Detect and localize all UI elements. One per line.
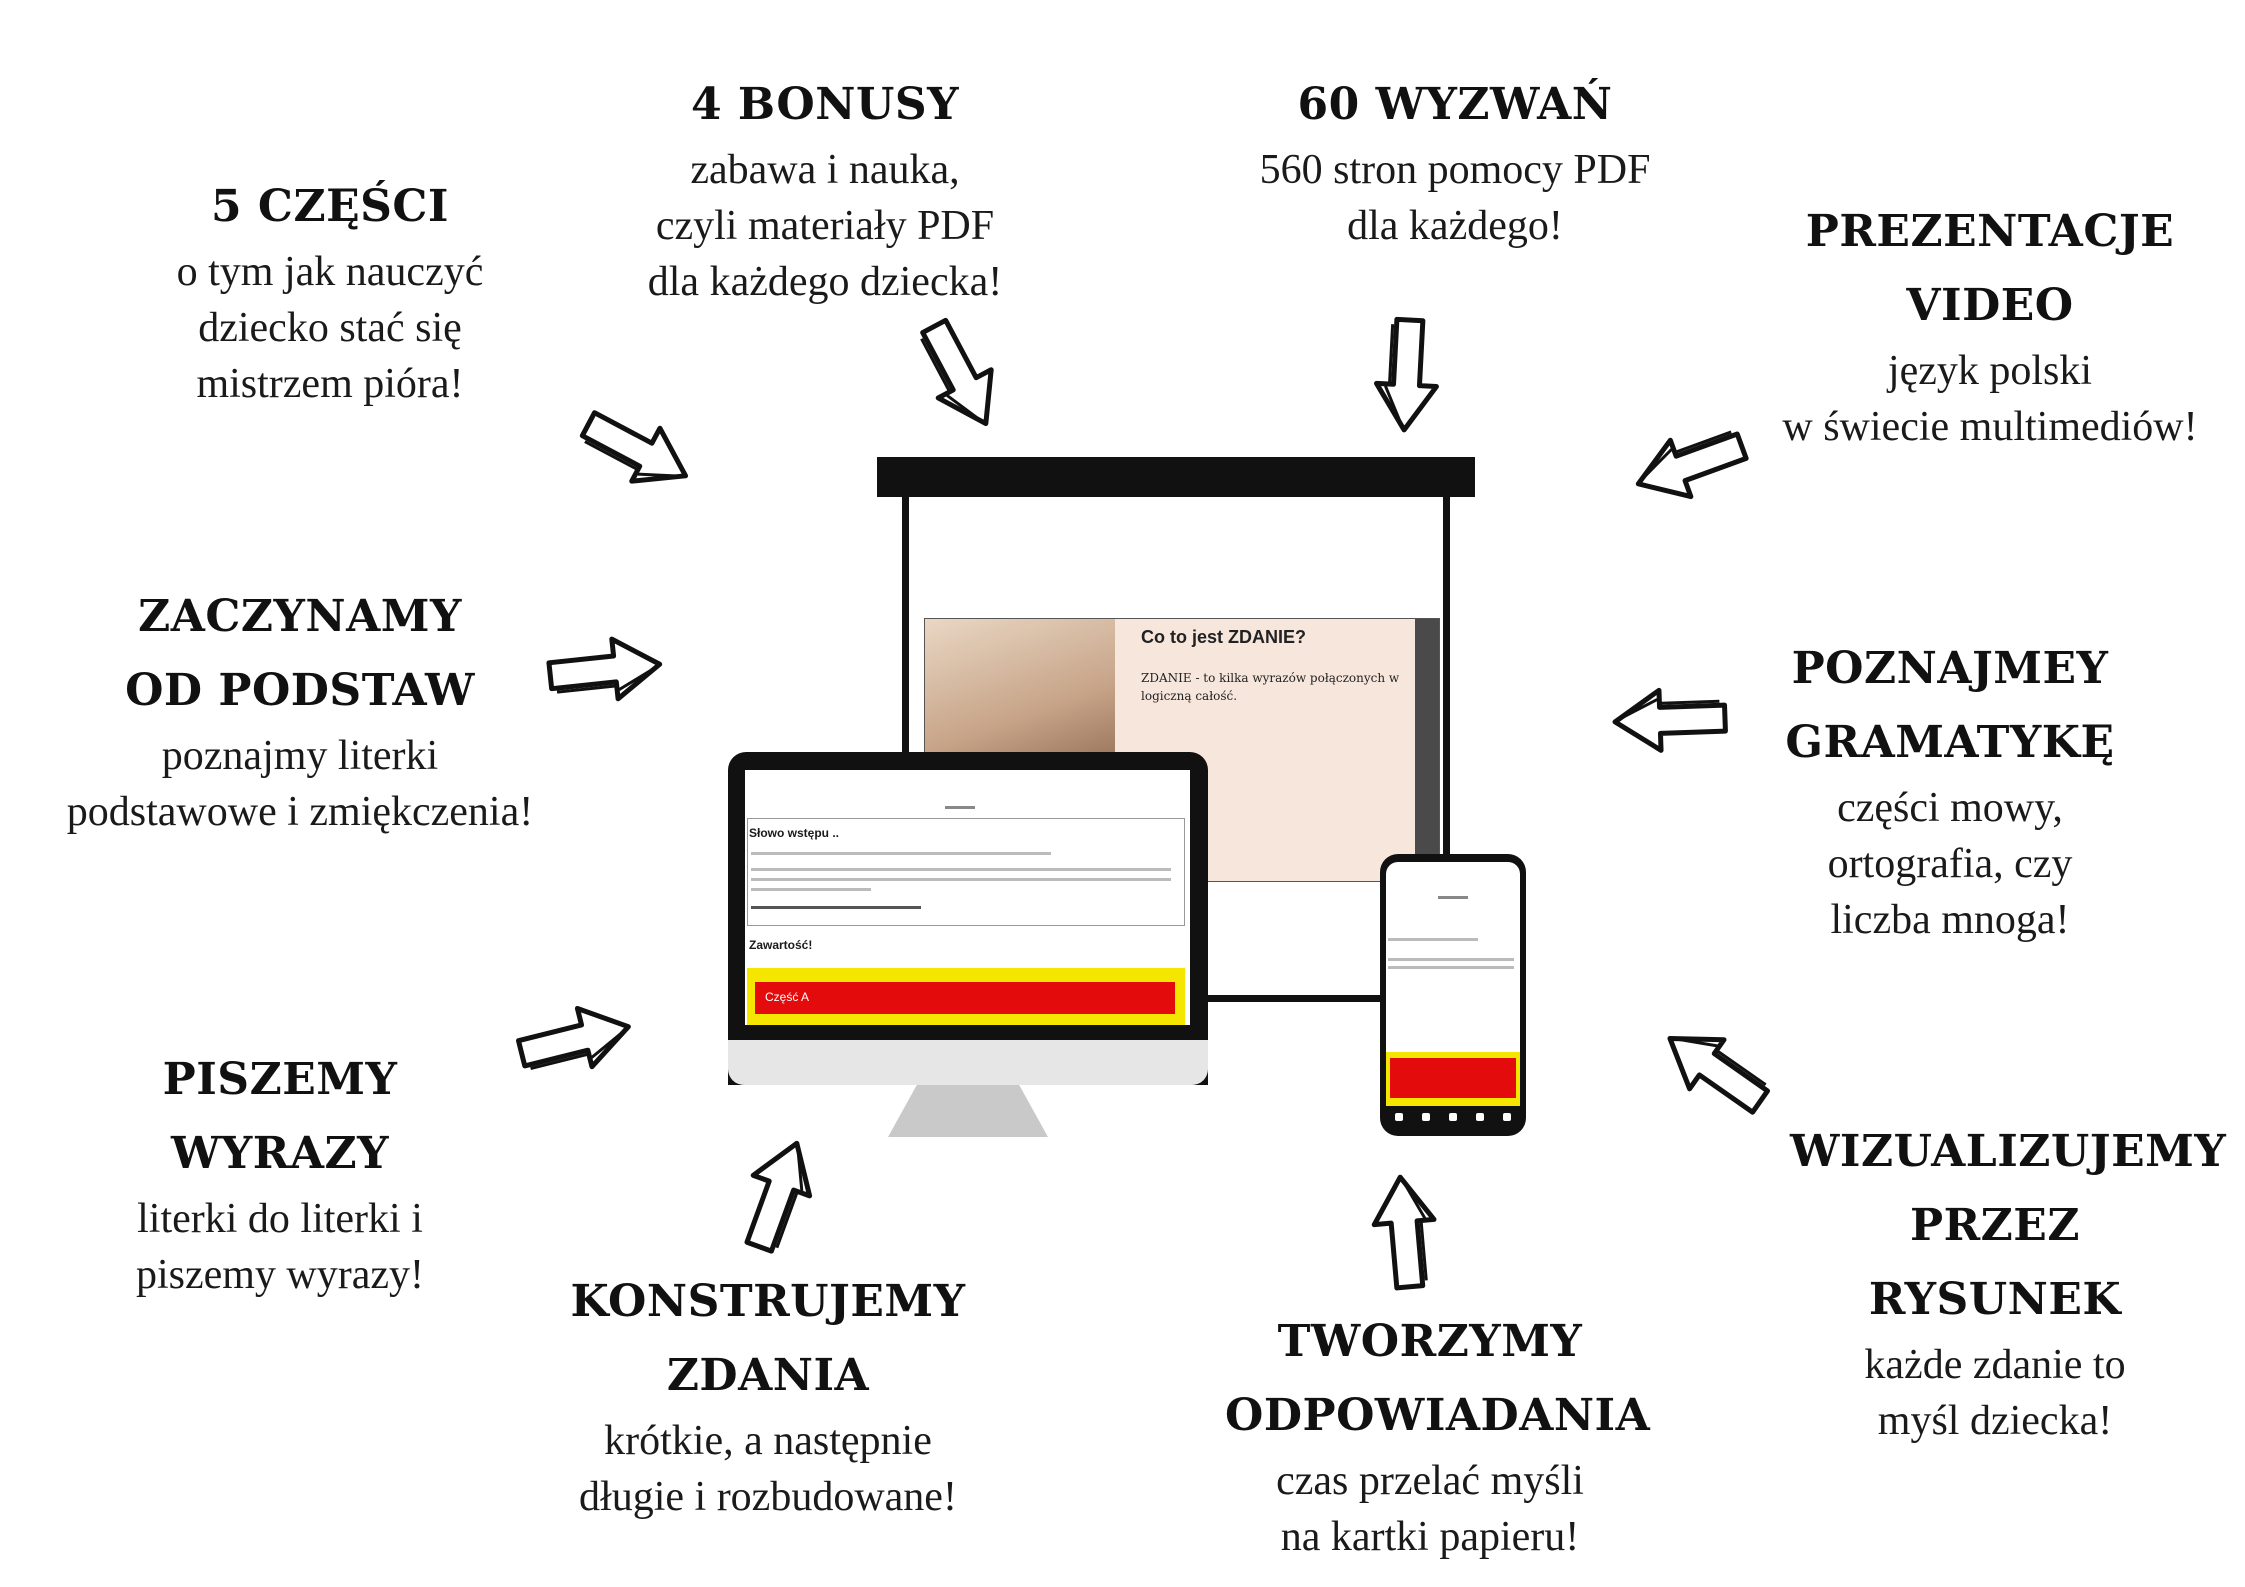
- section-tworzymy: TWORZYMY ODPOWIADANIA czas przelać myśli…: [1225, 1305, 1651, 1565]
- section-gramatyke: POZNAJMEY GRAMATYKĘ części mowy, ortogra…: [1780, 632, 2120, 948]
- text-line: [751, 906, 921, 909]
- text-line: [751, 878, 1171, 881]
- section-4-bonusy: 4 BONUSY zabawa i nauka, czyli materiały…: [620, 68, 1030, 310]
- section-heading: ODPOWIADANIA: [1225, 1390, 1651, 1441]
- section-heading: VIDEO: [1906, 280, 2074, 331]
- section-heading: TWORZYMY: [1277, 1316, 1583, 1367]
- arrow-icon: [744, 1140, 813, 1254]
- part-a-button[interactable]: Część A: [755, 982, 1175, 1014]
- nav-icon[interactable]: [1422, 1113, 1431, 1121]
- section-desc-line: o tym jak nauczyć: [176, 249, 484, 295]
- monitor-chin: [728, 1040, 1208, 1085]
- section-desc-line: piszemy wyrazy!: [135, 1252, 425, 1298]
- projector-bar: [877, 457, 1475, 497]
- logo-icon: [1438, 868, 1468, 899]
- text-line: [751, 852, 1051, 855]
- intro-box: [747, 818, 1185, 926]
- section-heading: PISZEMY: [162, 1054, 398, 1105]
- contents-title: Zawartość!: [749, 938, 813, 952]
- phone-nav-bar: [1386, 1106, 1520, 1128]
- section-heading: PRZEZ RYSUNEK: [1868, 1200, 2122, 1325]
- text-line: [751, 868, 1171, 871]
- nav-icon[interactable]: [1502, 1113, 1511, 1121]
- section-heading: ZDANIA: [666, 1350, 870, 1401]
- section-desc-line: dla każdego dziecka!: [647, 259, 1003, 305]
- section-desc-line: w świecie multimediów!: [1782, 404, 2198, 450]
- section-heading: GRAMATYKĘ: [1785, 717, 2115, 768]
- monitor-screen: Słowo wstępu .. Zawartość! Część A: [745, 770, 1190, 1025]
- section-desc-line: język polski: [1887, 348, 2093, 394]
- section-heading: OD PODSTAW: [125, 665, 475, 716]
- arrow-icon: [1612, 687, 1728, 753]
- section-desc-line: mistrzem pióra!: [196, 361, 464, 407]
- section-heading: ZACZYNAMY: [138, 591, 462, 642]
- section-desc-line: liczba mnoga!: [1830, 897, 2070, 943]
- arrow-icon: [1374, 316, 1439, 433]
- text-line: [751, 888, 871, 891]
- section-desc-line: czyli materiały PDF: [655, 203, 995, 249]
- section-heading: 60 WYZWAŃ: [1297, 79, 1613, 130]
- slide-title: Co to jest ZDANIE?: [1141, 627, 1306, 647]
- part-a-label: Część A: [765, 990, 810, 1004]
- section-desc-line: dziecko stać się: [198, 305, 462, 351]
- section-heading: 5 CZĘŚCI: [211, 181, 449, 232]
- text-line: [1388, 966, 1514, 969]
- arrow-icon: [515, 1005, 631, 1071]
- section-heading: KONSTRUJEMY: [570, 1276, 966, 1327]
- section-prezentacje-video: PREZENTACJE VIDEO język polski w świecie…: [1760, 195, 2220, 455]
- monitor-stand: [888, 1085, 1048, 1137]
- section-piszemy: PISZEMY WYRAZY literki do literki i pisz…: [90, 1043, 470, 1303]
- arrow-icon: [1667, 1035, 1771, 1115]
- slide-edge: [1415, 619, 1439, 881]
- section-heading: POZNAJMEY: [1791, 643, 2109, 694]
- section-desc-line: każde zdanie to: [1864, 1342, 2126, 1388]
- text-line: [1388, 958, 1514, 961]
- section-desc-line: krótkie, a następnie: [604, 1418, 932, 1464]
- logo-icon: [945, 778, 975, 809]
- text-line: [1388, 938, 1478, 941]
- section-desc-line: długie i rozbudowane!: [579, 1474, 957, 1520]
- nav-icon[interactable]: [1448, 1113, 1457, 1121]
- section-desc-line: części mowy,: [1837, 785, 2063, 831]
- section-desc-line: dla każdego!: [1347, 203, 1563, 249]
- arrow-icon: [920, 317, 994, 427]
- section-desc-line: literki do literki i: [137, 1196, 423, 1242]
- section-heading: WIZUALIZUJEMY: [1790, 1126, 2227, 1177]
- section-heading: PREZENTACJE: [1805, 206, 2175, 257]
- slide-text: ZDANIE - to kilka wyrazów połączonych w …: [1141, 671, 1400, 703]
- section-wizualizujemy: WIZUALIZUJEMY PRZEZ RYSUNEK każde zdanie…: [1790, 1115, 2227, 1449]
- phone-screen: [1386, 862, 1520, 1106]
- nav-icon[interactable]: [1395, 1113, 1404, 1121]
- section-5-czesci: 5 CZĘŚCI o tym jak nauczyć dziecko stać …: [150, 170, 510, 412]
- section-desc-line: ortografia, czy: [1827, 841, 2073, 887]
- section-heading: 4 BONUSY: [690, 79, 960, 130]
- section-desc-line: na kartki papieru!: [1280, 1514, 1580, 1560]
- section-desc-line: zabawa i nauka,: [690, 147, 960, 193]
- arrow-icon: [1635, 430, 1749, 500]
- intro-title: Słowo wstępu ..: [749, 826, 840, 840]
- section-heading: WYRAZY: [170, 1128, 390, 1179]
- section-desc-line: myśl dziecka!: [1877, 1398, 2113, 1444]
- section-desc-line: poznajmy literki: [161, 733, 439, 779]
- section-desc-line: podstawowe i zmiękczenia!: [66, 789, 534, 835]
- section-konstruujemy: KONSTRUJEMY ZDANIA krótkie, a następnie …: [548, 1265, 988, 1525]
- arrow-icon: [1371, 1174, 1437, 1291]
- part-a-button[interactable]: [1390, 1058, 1516, 1098]
- section-desc-line: czas przelać myśli: [1276, 1458, 1584, 1504]
- arrow-icon: [546, 636, 663, 702]
- arrow-icon: [579, 410, 689, 484]
- section-60-wyzwan: 60 WYZWAŃ 560 stron pomocy PDF dla każde…: [1225, 68, 1685, 254]
- section-zaczynamy: ZACZYNAMY OD PODSTAW poznajmy literki po…: [30, 580, 570, 840]
- section-desc-line: 560 stron pomocy PDF: [1259, 147, 1651, 193]
- nav-icon[interactable]: [1475, 1113, 1484, 1121]
